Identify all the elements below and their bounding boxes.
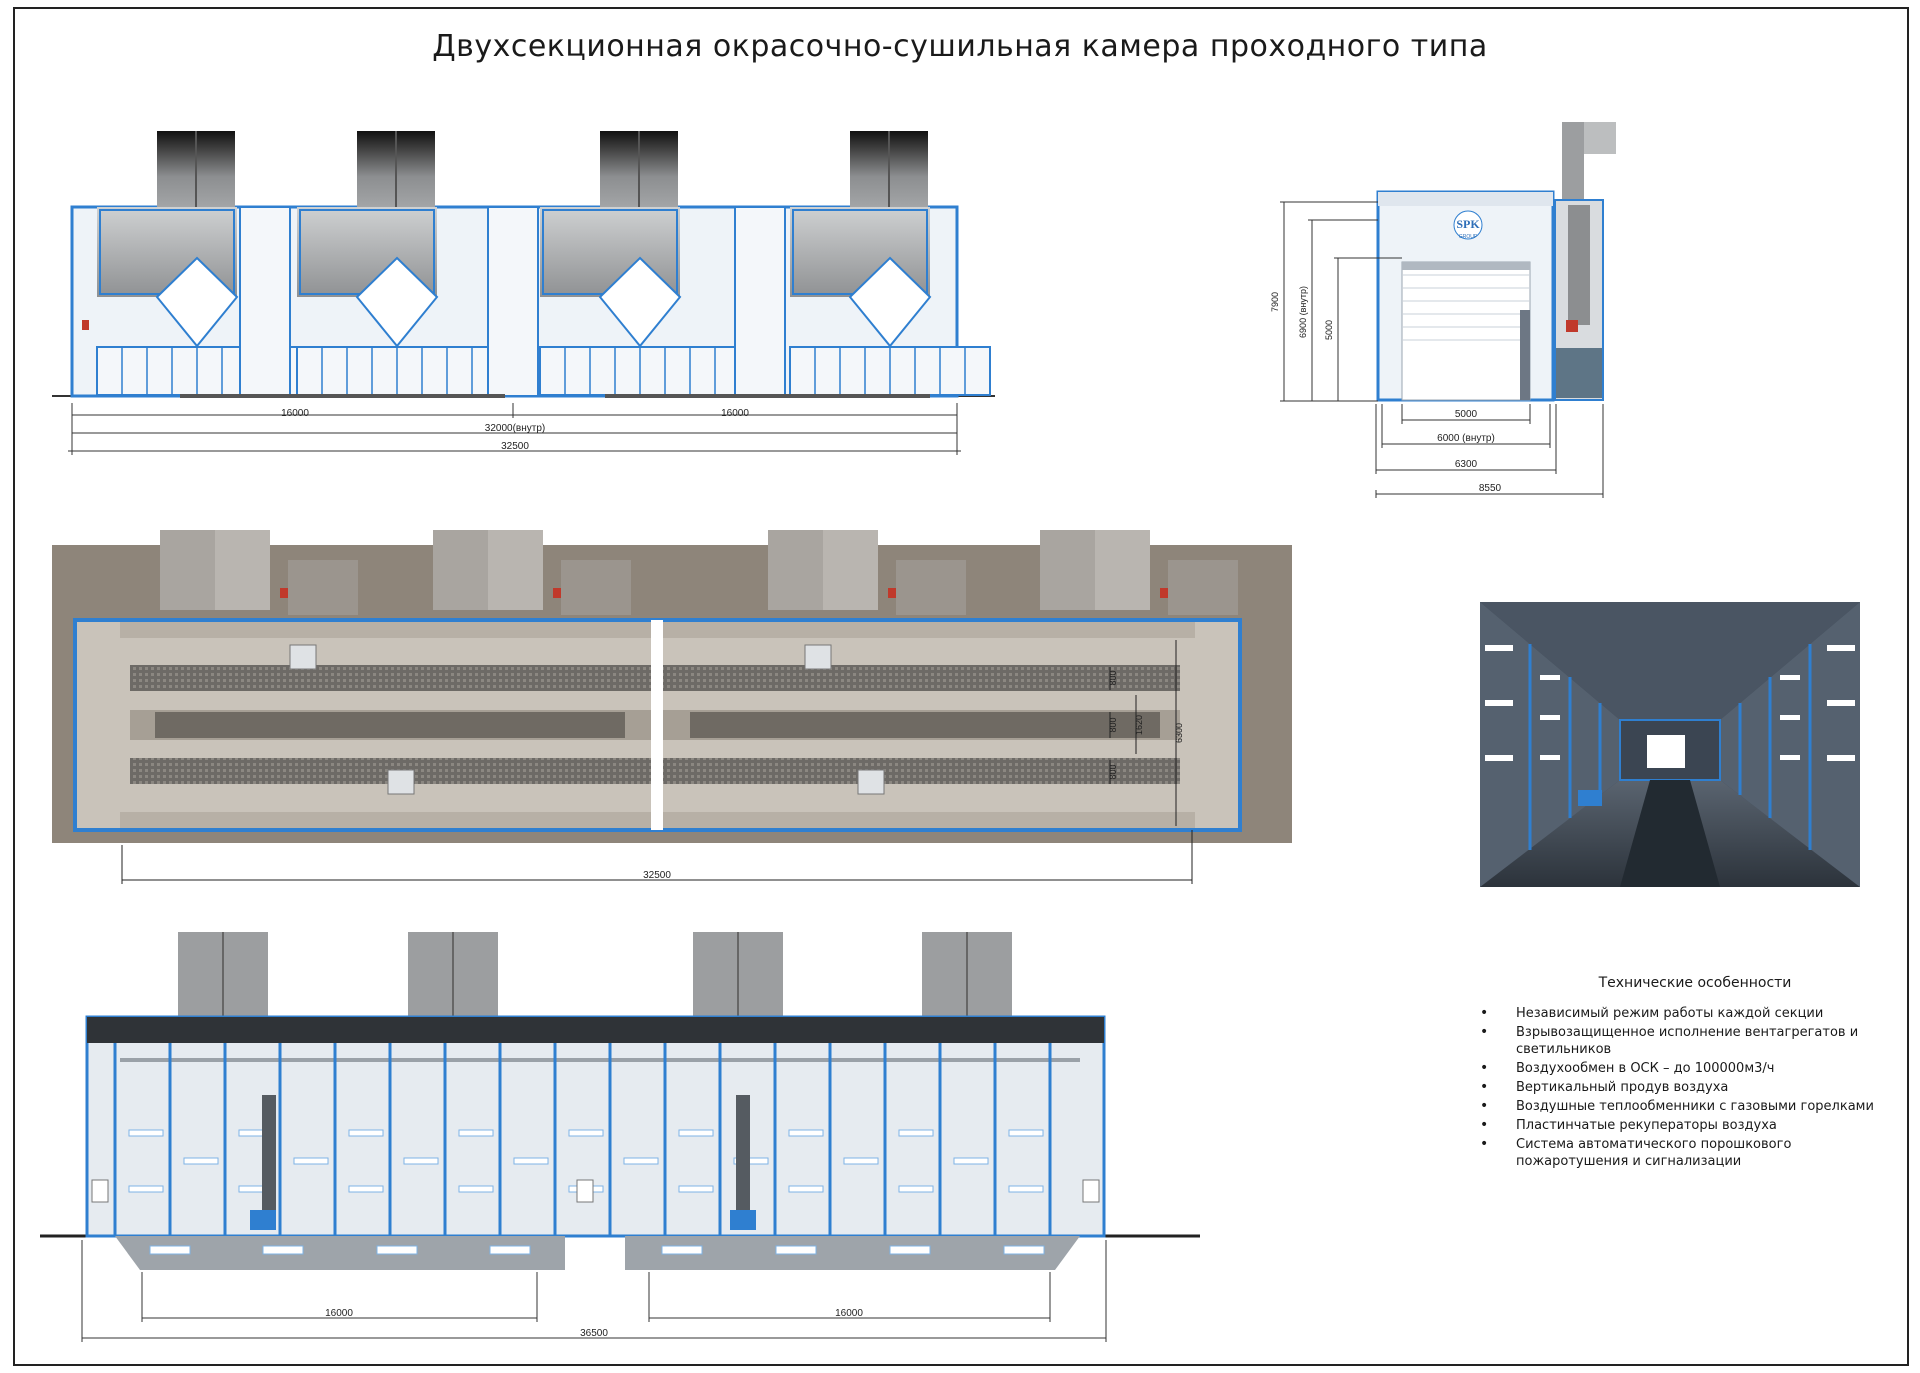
dim-side-total-width: 8550 — [1479, 483, 1502, 494]
dim-front-overall: 32500 — [501, 441, 529, 452]
dim-section-pit-left: 16000 — [325, 1308, 353, 1319]
feature-item: Воздушные теплообменники с газовыми горе… — [1480, 1098, 1890, 1115]
dim-front-inner: 32000(внутр) — [485, 423, 545, 434]
dim-side-cabin-width: 6300 — [1455, 459, 1478, 470]
feature-item: Пластинчатые рекуператоры воздуха — [1480, 1117, 1890, 1134]
pit-light — [775, 1245, 817, 1255]
pit-light — [262, 1245, 304, 1255]
pit-light — [889, 1245, 931, 1255]
dim-plan-grate-3: 800 — [1108, 764, 1118, 779]
pit-light — [661, 1245, 703, 1255]
page-title: Двухсекционная окрасочно-сушильная камер… — [432, 29, 1488, 64]
dim-plan-grate-2: 800 — [1108, 717, 1118, 732]
spk-logo: SPK — [1456, 217, 1480, 231]
interior-render — [1480, 602, 1860, 887]
plan-air-unit — [768, 530, 966, 615]
features-heading: Технические особенности — [1598, 975, 1792, 991]
front-view: 16000 16000 32000(внутр) 32500 — [52, 131, 995, 455]
feature-item: Вертикальный продув воздуха — [1480, 1079, 1890, 1096]
plan-air-unit — [1040, 530, 1238, 615]
dim-section-pit-right: 16000 — [835, 1308, 863, 1319]
features-list: Независимый режим работы каждой секции В… — [1480, 1005, 1890, 1170]
dim-side-inner-width: 6000 (внутр) — [1437, 433, 1495, 444]
pit-light — [489, 1245, 531, 1255]
feature-item: Воздухообмен в ОСК – до 100000м3/ч — [1480, 1060, 1890, 1077]
feature-item: Система автоматического порошкового пожа… — [1480, 1136, 1890, 1170]
dim-plan-width: 6300 — [1174, 723, 1184, 743]
sheet-border — [13, 7, 1909, 1366]
pit-light — [1003, 1245, 1045, 1255]
dim-front-section-left: 16000 — [281, 408, 309, 419]
plan-air-unit — [433, 530, 631, 615]
plan-view: 800 800 800 1620 6300 32500 — [52, 530, 1292, 884]
dim-plan-grate-1: 800 — [1108, 670, 1118, 685]
front-air-unit — [775, 131, 991, 396]
dim-side-door-width: 5000 — [1455, 409, 1478, 420]
dim-side-height-door: 5000 — [1324, 320, 1334, 340]
plan-air-unit — [160, 530, 358, 615]
technical-features: Технические особенности Независимый режи… — [1480, 975, 1890, 1172]
dim-side-height-total: 7900 — [1270, 292, 1280, 312]
dim-side-height-inner: 6900 (внутр) — [1298, 286, 1308, 338]
dim-front-section-right: 16000 — [721, 408, 749, 419]
side-view: SPK GROUP 7900 6900 (внутр) 5000 5000 60… — [1270, 122, 1616, 498]
dim-plan-middle: 1620 — [1134, 715, 1144, 735]
dim-section-overall: 36500 — [580, 1328, 608, 1339]
dim-plan-length: 32500 — [643, 870, 671, 881]
front-air-unit — [282, 131, 498, 396]
spk-logo-sub: GROUP — [1459, 234, 1478, 240]
section-view: 16000 16000 36500 — [40, 932, 1200, 1342]
pit-light — [149, 1245, 191, 1255]
feature-item: Независимый режим работы каждой секции — [1480, 1005, 1890, 1022]
front-air-unit — [525, 131, 741, 396]
feature-item: Взрывозащищенное исполнение вентагрегато… — [1480, 1024, 1890, 1058]
pit-light — [376, 1245, 418, 1255]
